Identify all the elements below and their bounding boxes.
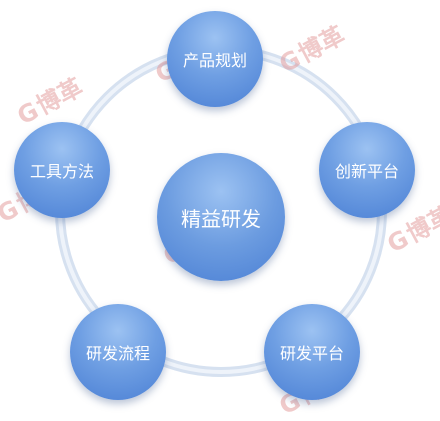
node-innovation-platform[interactable]: 创新平台	[319, 122, 415, 218]
node-product-planning[interactable]: 产品规划	[167, 11, 263, 107]
node-label: 产品规划	[182, 51, 247, 70]
node-label: 工具方法	[29, 162, 94, 181]
center-label: 精益研发	[181, 206, 261, 231]
node-rd-platform[interactable]: 研发平台	[264, 304, 360, 400]
node-center-lean-rd[interactable]: 精益研发	[157, 153, 285, 281]
node-rd-process[interactable]: 研发流程	[70, 304, 166, 400]
node-tools-methods[interactable]: 工具方法	[14, 122, 110, 218]
node-label: 研发平台	[279, 344, 344, 363]
node-label: 研发流程	[85, 344, 150, 363]
node-label: 创新平台	[334, 162, 399, 181]
